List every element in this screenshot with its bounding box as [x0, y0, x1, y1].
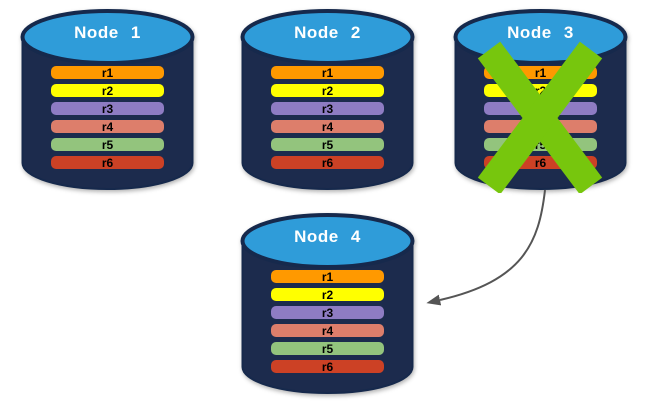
replica-label: r3: [321, 305, 334, 320]
replica-bar-r5: r5: [51, 138, 164, 151]
replica-stack: r1 r2 r3 r4 r5 r6: [484, 66, 597, 169]
replica-label: r2: [321, 287, 334, 302]
node-3: Node 3 r1 r2 r3 r4 r5 r6: [453, 8, 628, 193]
replica-label: r4: [321, 323, 334, 338]
replica-bar-r2: r2: [51, 84, 164, 97]
replication-arrow: [426, 189, 546, 306]
replica-label: r5: [101, 137, 114, 152]
replica-bar-r2: r2: [271, 84, 384, 97]
replica-stack: r1 r2 r3 r4 r5 r6: [271, 66, 384, 169]
node-title: Node 3: [507, 23, 574, 42]
replica-stack: r1 r2 r3 r4 r5 r6: [271, 270, 384, 373]
replica-label: r2: [101, 83, 114, 98]
replica-label: r2: [534, 83, 547, 98]
replica-bar-r5: r5: [271, 342, 384, 355]
node-2: Node 2 r1 r2 r3 r4 r5 r6: [240, 8, 415, 193]
replica-bar-r2: r2: [271, 288, 384, 301]
replica-bar-r4: r4: [484, 120, 597, 133]
replica-label: r1: [101, 65, 114, 80]
replica-label: r5: [321, 341, 334, 356]
replica-label: r3: [534, 101, 547, 116]
replica-bar-r3: r3: [51, 102, 164, 115]
replica-bar-r1: r1: [51, 66, 164, 79]
replica-bar-r3: r3: [484, 102, 597, 115]
replica-bar-r1: r1: [484, 66, 597, 79]
replica-label: r4: [534, 119, 547, 134]
replica-bar-r5: r5: [271, 138, 384, 151]
replica-label: r6: [101, 155, 114, 170]
node-4: Node 4 r1 r2 r3 r4 r5 r6: [240, 212, 415, 397]
node-title: Node 4: [294, 227, 361, 246]
replica-bar-r6: r6: [484, 156, 597, 169]
replica-bar-r2: r2: [484, 84, 597, 97]
replica-stack: r1 r2 r3 r4 r5 r6: [51, 66, 164, 169]
node-title: Node 2: [294, 23, 361, 42]
replica-bar-r5: r5: [484, 138, 597, 151]
replica-label: r6: [321, 359, 334, 374]
replica-label: r1: [321, 269, 334, 284]
replica-label: r6: [534, 155, 547, 170]
replica-label: r4: [321, 119, 334, 134]
replica-label: r6: [321, 155, 334, 170]
replica-bar-r4: r4: [271, 324, 384, 337]
replica-bar-r1: r1: [271, 66, 384, 79]
node-title: Node 1: [74, 23, 141, 42]
replica-bar-r4: r4: [271, 120, 384, 133]
replica-label: r1: [534, 65, 547, 80]
replica-bar-r3: r3: [271, 102, 384, 115]
replica-bar-r3: r3: [271, 306, 384, 319]
replica-label: r3: [101, 101, 114, 116]
replica-bar-r6: r6: [51, 156, 164, 169]
replica-bar-r6: r6: [271, 360, 384, 373]
node-1: Node 1 r1 r2 r3 r4 r5 r6: [20, 8, 195, 193]
replica-label: r1: [321, 65, 334, 80]
replica-bar-r1: r1: [271, 270, 384, 283]
replica-bar-r6: r6: [271, 156, 384, 169]
replica-label: r4: [101, 119, 114, 134]
replica-label: r5: [534, 137, 547, 152]
replica-label: r3: [321, 101, 334, 116]
replica-bar-r4: r4: [51, 120, 164, 133]
replica-label: r2: [321, 83, 334, 98]
replica-label: r5: [321, 137, 334, 152]
